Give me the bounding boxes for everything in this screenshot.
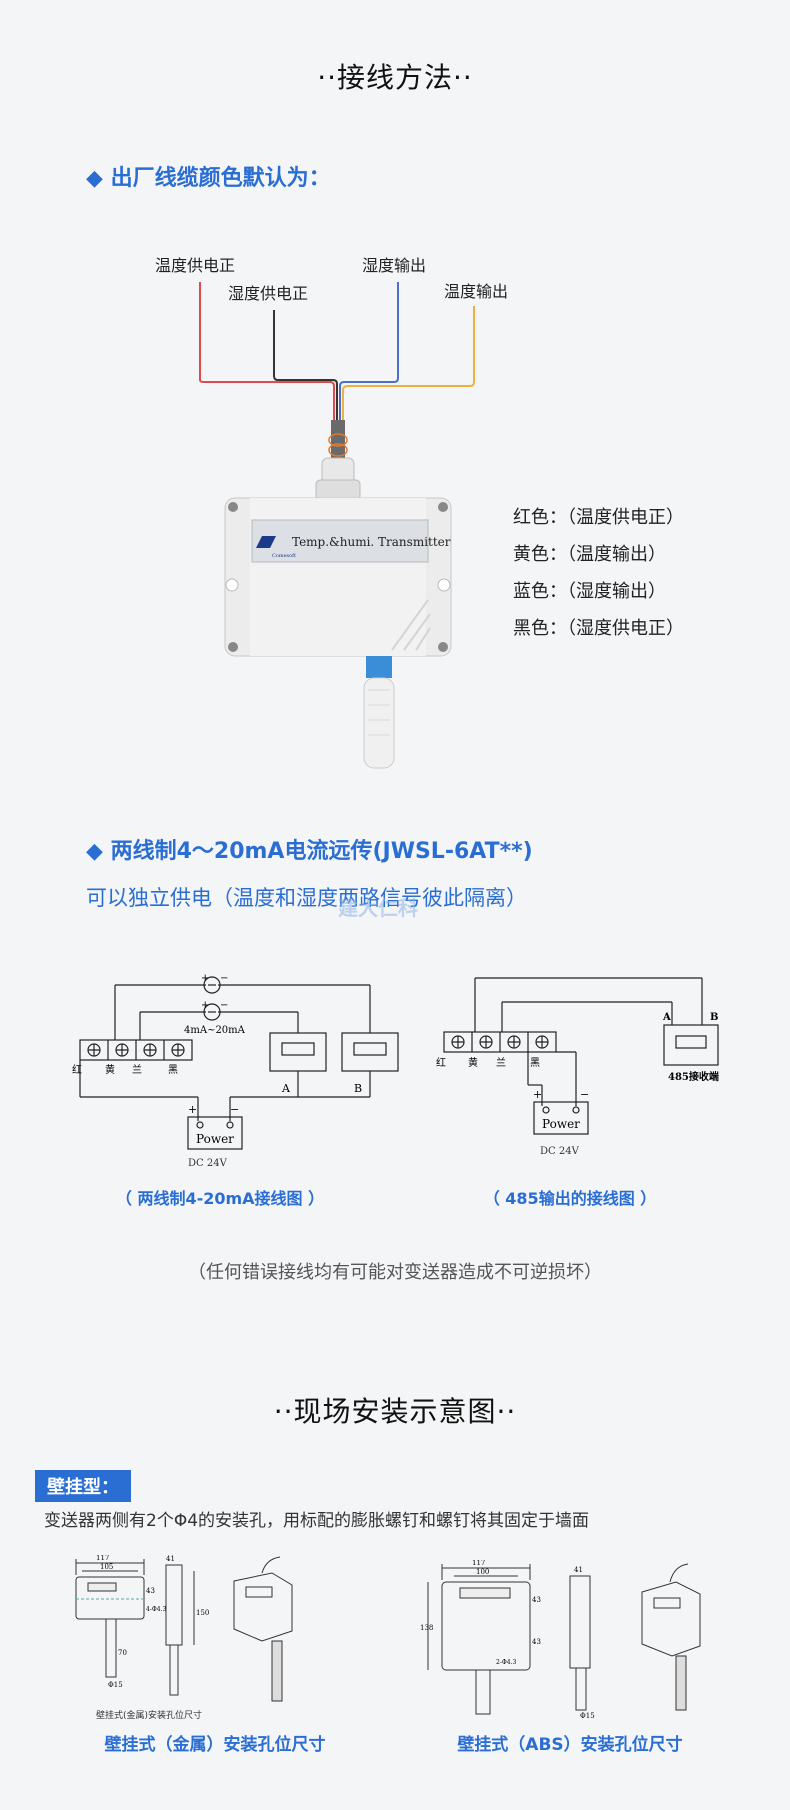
terminal-blue-2: 兰 xyxy=(496,1056,506,1069)
meter-a-label: A xyxy=(281,1082,291,1095)
metal-small-caption: 壁挂式(金属)安装孔位尺寸 xyxy=(96,1711,203,1721)
power-label-2: Power xyxy=(542,1117,580,1131)
color-name: 蓝色： xyxy=(513,581,567,602)
dim-depth-41-abs: 41 xyxy=(574,1566,583,1574)
metal-mount-caption: 壁挂式（金属）安装孔位尺寸 xyxy=(104,1735,326,1755)
wire-label-humi-output: 湿度输出 xyxy=(362,256,427,275)
two-wire-caption: （ 两线制4-20mA接线图 ） xyxy=(115,1189,325,1208)
rs485-caption: （ 485输出的接线图 ） xyxy=(483,1189,657,1208)
dim-probe-diameter: Φ15 xyxy=(108,1681,123,1689)
two-wire-diagram: + − + − 4mA~20mA 红 黄 兰 黑 A B + − Power xyxy=(72,973,399,1150)
color-map-row-yellow: 黄色：（温度输出） xyxy=(513,540,666,566)
metal-mount-drawing: 117 105 41 43 4-Φ4.3 150 70 Φ15 xyxy=(75,1555,293,1702)
meter-b-label: B xyxy=(354,1082,362,1095)
watermark-logo: 建大仁科 xyxy=(338,896,418,920)
ammeter-minus-1: − xyxy=(220,973,228,984)
wall-mount-tag: 壁挂型： xyxy=(35,1470,131,1502)
terminal-black-2: 黑 xyxy=(530,1057,540,1069)
two-wire-heading: ◆ 两线制4～20mA电流远传(JWSL-6AT**) xyxy=(86,839,533,864)
dim-probe-70: 70 xyxy=(118,1649,127,1657)
terminal-black: 黑 xyxy=(168,1064,178,1076)
terminal-yellow: 黄 xyxy=(105,1063,115,1076)
yellow-wire xyxy=(342,306,475,420)
color-map-row-black: 黑色：（湿度供电正） xyxy=(513,614,684,640)
terminal-blue: 兰 xyxy=(132,1063,142,1076)
wire-label-temp-power: 温度供电正 xyxy=(155,256,236,275)
color-map-row-blue: 蓝色：（湿度输出） xyxy=(513,577,666,603)
wire-label-temp-output: 温度输出 xyxy=(444,282,509,301)
color-meaning: （温度供电正） xyxy=(567,507,684,528)
power-minus-2: − xyxy=(580,1088,589,1101)
ammeter-plus-1: + xyxy=(201,973,209,984)
abs-mount-drawing: 117 100 41 43 138 43 2-Φ4.3 Φ15 xyxy=(420,1560,701,1720)
dc-voltage-label-1: DC 24V xyxy=(188,1158,227,1169)
two-wire-description: 可以独立供电（温度和湿度两路信号彼此隔离） xyxy=(86,886,527,910)
install-section-title: ··现场安装示意图·· xyxy=(273,1395,517,1428)
ammeter-minus-2: − xyxy=(220,1000,228,1011)
dim-height-138-abs: 138 xyxy=(420,1624,433,1632)
power-label: Power xyxy=(196,1132,234,1146)
ammeter-plus-2: + xyxy=(201,1000,209,1011)
color-map-row-red: 红色：（温度供电正） xyxy=(513,503,684,529)
dim-probe-diameter-abs: Φ15 xyxy=(580,1712,595,1720)
dim-43: 43 xyxy=(146,1587,155,1595)
terminal-red: 红 xyxy=(72,1063,82,1076)
receiver-label: 485接收端 xyxy=(668,1070,719,1083)
dc-voltage-label-2: DC 24V xyxy=(540,1146,579,1157)
terminal-yellow-2: 黄 xyxy=(468,1056,478,1069)
rs485-diagram: A B 485接收端 红 黄 兰 黑 + − Power xyxy=(436,977,719,1135)
dim-width-117-abs: 117 xyxy=(472,1560,485,1567)
install-description: 变送器两侧有2个Φ4的安装孔，用标配的膨胀螺钉和螺钉将其固定于墙面 xyxy=(44,1511,590,1531)
power-minus: − xyxy=(230,1103,239,1116)
color-name: 黄色： xyxy=(513,544,567,565)
power-plus-2: + xyxy=(533,1088,542,1101)
dim-width-100-abs: 100 xyxy=(476,1568,489,1576)
dim-holes-abs: 2-Φ4.3 xyxy=(496,1659,516,1666)
color-meaning: （湿度输出） xyxy=(567,581,666,602)
current-range-label: 4mA~20mA xyxy=(184,1025,246,1036)
device-label: Temp.&humi. Transmitter xyxy=(292,535,451,549)
dim-43-abs: 43 xyxy=(532,1596,541,1604)
wiring-warning: （任何错误接线均有可能对变送器造成不可逆损坏） xyxy=(188,1262,602,1283)
dim-width-117: 117 xyxy=(96,1555,109,1562)
wiring-section-title: ··接线方法·· xyxy=(317,61,473,94)
rs485-b-label: B xyxy=(710,1012,718,1023)
color-name: 红色： xyxy=(513,507,567,528)
color-meaning: （温度输出） xyxy=(567,544,666,565)
dim-height-150: 150 xyxy=(196,1609,209,1617)
wire-label-humi-power: 湿度供电正 xyxy=(228,284,309,303)
color-name: 黑色： xyxy=(513,618,567,639)
dim-depth-41: 41 xyxy=(166,1555,175,1563)
dim-width-105: 105 xyxy=(100,1563,113,1571)
terminal-red-2: 红 xyxy=(436,1056,446,1069)
power-plus: + xyxy=(188,1103,197,1116)
dim-holes: 4-Φ4.3 xyxy=(146,1606,166,1613)
blue-wire xyxy=(339,282,399,420)
abs-mount-caption: 壁挂式（ABS）安装孔位尺寸 xyxy=(457,1735,683,1755)
transmitter-illustration: Comesoft Temp.&humi. Transmitter xyxy=(199,282,475,769)
rs485-a-label: A xyxy=(662,1012,671,1023)
red-wire xyxy=(199,282,335,420)
color-meaning: （湿度供电正） xyxy=(567,618,684,639)
dim-43b-abs: 43 xyxy=(532,1638,541,1646)
factory-cable-heading: ◆ 出厂线缆颜色默认为： xyxy=(86,166,331,191)
black-wire xyxy=(273,310,338,420)
device-brand-small: Comesoft xyxy=(272,553,296,559)
